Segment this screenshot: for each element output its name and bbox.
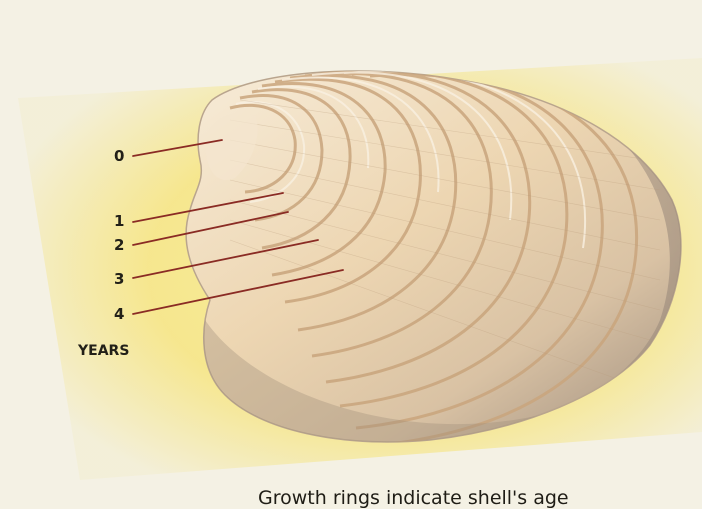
ring-label-0: 0 [114,147,124,165]
ring-label-4: 4 [114,305,124,323]
ring-label-2: 2 [114,236,124,254]
ring-label-1: 1 [114,212,124,230]
years-label: YEARS [78,343,129,359]
figure-caption: Growth rings indicate shell's age [258,487,569,509]
ring-label-3: 3 [114,270,124,288]
